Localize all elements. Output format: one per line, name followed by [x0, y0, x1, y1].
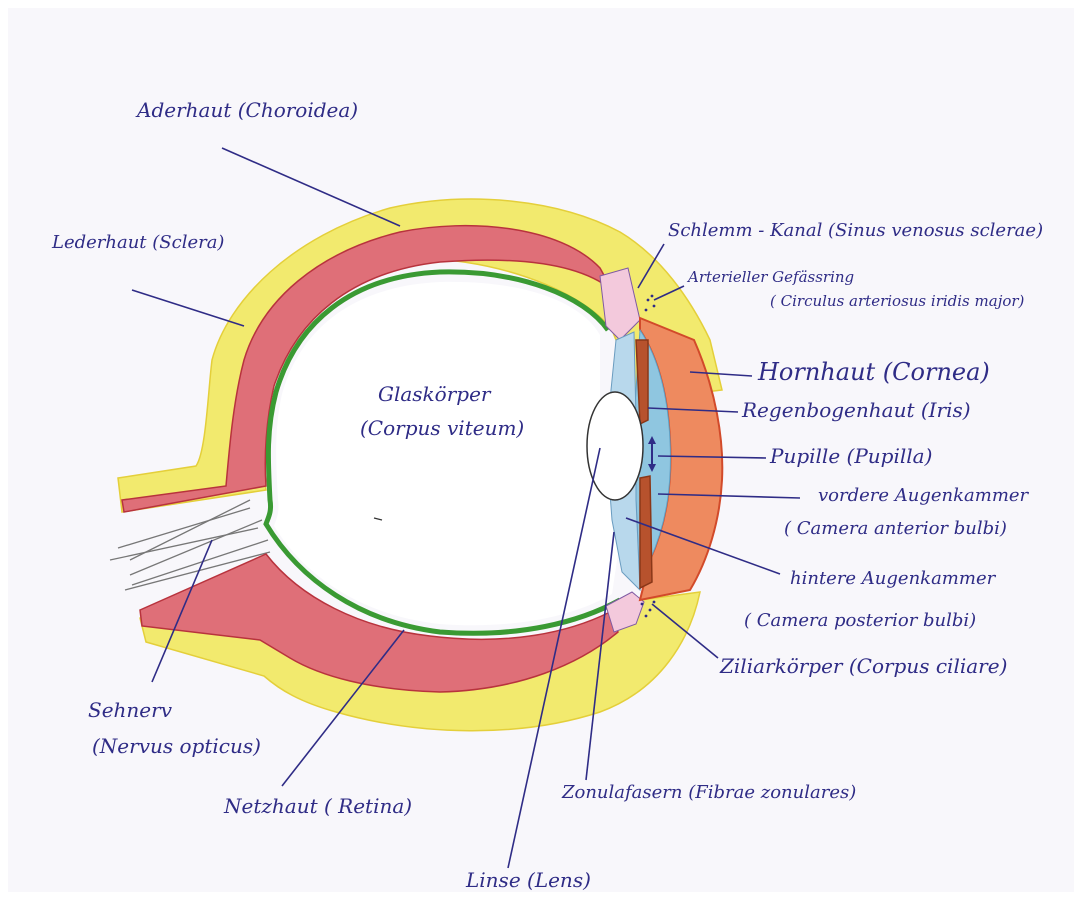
label-ciliary-body: Ziliarkörper (Corpus ciliare)	[720, 656, 1007, 676]
label-iris: Regenbogenhaut (Iris)	[742, 400, 971, 420]
label-optic-nerve-line1: Sehnerv	[88, 700, 172, 720]
label-pupil: Pupille (Pupilla)	[770, 446, 932, 466]
label-posterior-chamber-line2: ( Camera posterior bulbi)	[744, 612, 976, 630]
label-cornea: Hornhaut (Cornea)	[758, 360, 990, 384]
label-zonular-fibers: Zonulafasern (Fibrae zonulares)	[562, 784, 856, 802]
label-choroidea: Aderhaut (Choroidea)	[137, 100, 358, 120]
lens	[587, 392, 643, 500]
label-vitreous-line2: (Corpus viteum)	[360, 418, 524, 438]
label-retina: Netzhaut ( Retina)	[224, 796, 412, 816]
label-schlemm-canal: Schlemm - Kanal (Sinus venosus sclerae)	[668, 222, 1043, 240]
vitreous-body	[274, 282, 620, 625]
label-posterior-chamber-line1: hintere Augenkammer	[790, 570, 995, 588]
label-anterior-chamber-line1: vordere Augenkammer	[818, 487, 1028, 505]
label-arterial-ring-line2: ( Circulus arteriosus iridis major)	[770, 294, 1024, 309]
label-sclera: Lederhaut (Sclera)	[52, 234, 224, 252]
iris-lower	[640, 476, 652, 588]
label-vitreous-line1: Glaskörper	[378, 384, 490, 404]
label-anterior-chamber-line2: ( Camera anterior bulbi)	[784, 520, 1007, 538]
label-arterial-ring-line1: Arterieller Gefässring	[688, 270, 854, 285]
label-lens: Linse (Lens)	[466, 870, 591, 890]
label-optic-nerve-line2: (Nervus opticus)	[92, 736, 261, 756]
